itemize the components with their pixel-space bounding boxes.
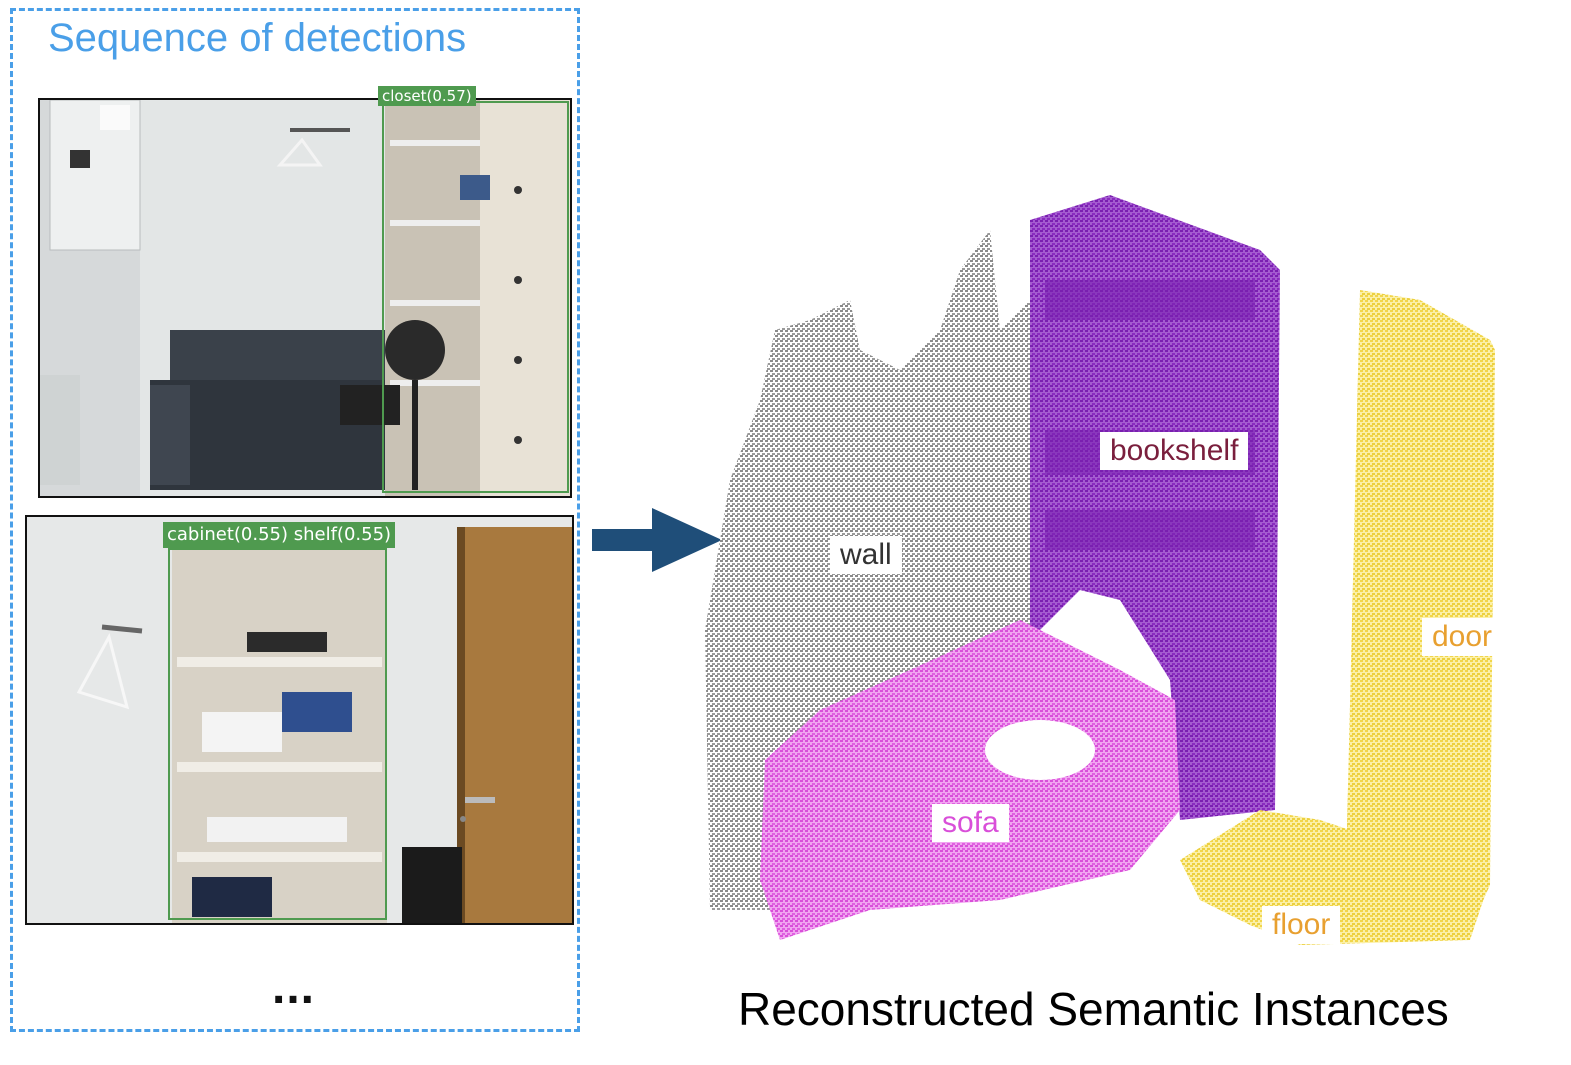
detections-title: Sequence of detections: [48, 16, 467, 60]
point-cloud-view: [705, 195, 1495, 945]
detections-panel: [10, 8, 580, 1032]
bookshelf-points: [1030, 195, 1280, 820]
floor-points: [1180, 810, 1490, 945]
more-frames-ellipsis: ...: [272, 961, 316, 1014]
label-floor: floor: [1262, 906, 1341, 944]
detection-label-cabinet-shelf: cabinet(0.55) shelf(0.55): [163, 522, 396, 548]
arrow-icon: [592, 508, 722, 572]
room-photo-2: [27, 517, 572, 923]
reconstruction-caption: Reconstructed Semantic Instances: [738, 983, 1449, 1035]
room-photo-1: [40, 100, 570, 496]
label-sofa: sofa: [932, 804, 1009, 842]
detection-frame-2: [25, 515, 574, 925]
door-points: [1345, 290, 1495, 930]
detection-frame-1: [38, 98, 572, 498]
label-wall: wall: [830, 536, 902, 574]
label-door: door: [1422, 618, 1503, 656]
sofa-points: [760, 620, 1180, 940]
label-bookshelf: bookshelf: [1100, 432, 1249, 470]
detection-label-closet: closet(0.57): [378, 86, 476, 106]
